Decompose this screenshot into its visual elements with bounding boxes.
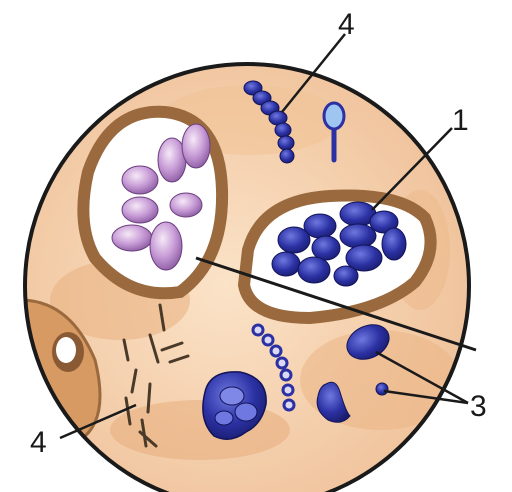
cell <box>122 197 158 223</box>
cell <box>334 266 358 286</box>
cell <box>340 224 376 248</box>
cell <box>170 193 202 217</box>
capsule-left <box>83 112 222 294</box>
label-3: 3 <box>470 390 487 423</box>
cell <box>182 124 210 168</box>
cell <box>376 383 388 395</box>
label-1: 1 <box>452 104 469 137</box>
cell <box>382 228 406 260</box>
label-4-bottom: 4 <box>30 426 47 459</box>
cell <box>122 166 158 194</box>
cell <box>278 227 310 253</box>
cell <box>112 225 152 251</box>
cell <box>272 252 300 276</box>
cell <box>150 222 182 270</box>
cell <box>298 257 330 283</box>
cell <box>312 236 340 260</box>
label-4-top: 4 <box>338 8 355 41</box>
